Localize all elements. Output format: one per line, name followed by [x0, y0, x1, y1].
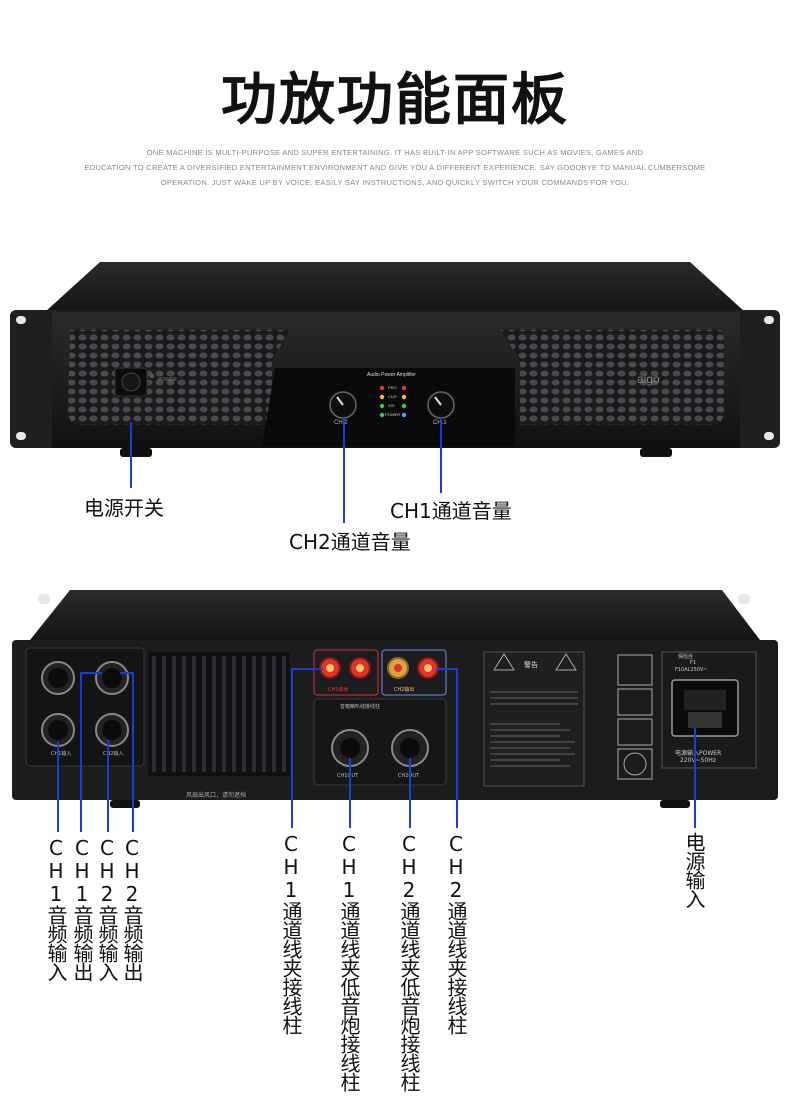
indicator-leds — [379, 385, 407, 418]
callout-ch2-binding: CH2通道线夹接线柱 — [444, 832, 468, 1034]
bind-post-label-ch1: CH1输出 — [328, 687, 349, 693]
brand-logo: aigo — [637, 372, 660, 386]
indicator-label-clip: CLIP — [388, 394, 397, 399]
front-chassis-top — [45, 262, 745, 312]
power-input-value: 220V~50Hz — [680, 757, 716, 764]
callout-ch2-speakon: CH2通道线夹低音炮接线柱 — [397, 832, 421, 1091]
certification-icons — [617, 654, 653, 780]
fan-vent — [148, 652, 290, 776]
xlr-block — [25, 647, 145, 767]
callout-line-ch1-volume — [440, 418, 442, 493]
subtitle-line-1: ONE MACHINE IS MULTI-PURPOSE AND SUPER E… — [146, 148, 644, 157]
callout-line-ch2-volume — [343, 418, 345, 523]
speakon-label-ch2: CH2OUT — [398, 773, 419, 779]
power-switch-text: POWER — [158, 377, 177, 383]
xlr-connectors — [41, 661, 129, 747]
subtitle-line-2: EDUCATION TO CREATE A DIVERSIFIED ENTERT… — [84, 163, 706, 172]
callout-line-ch2-in — [107, 740, 109, 832]
callout-line-ch2-binding — [456, 668, 458, 828]
fuse-value: F10AL250V~ — [675, 667, 708, 673]
callout-ch1-speakon: CH1通道线夹低音炮接线柱 — [337, 832, 361, 1091]
callout-line-ch2-out — [132, 672, 134, 832]
knob-label-ch1: CH.1 — [433, 420, 447, 426]
speakon-label-ch1: CH1OUT — [337, 773, 359, 779]
callout-line-ch1-in — [57, 742, 59, 832]
xlr-label-ch1: CH1输入 — [51, 751, 72, 757]
callout-ch2-out: CH2音频输出 — [120, 836, 144, 981]
callout-ch1-volume: CH1通道音量 — [390, 499, 512, 523]
binding-posts[interactable] — [319, 657, 439, 679]
ch2-binding-frame — [381, 649, 447, 696]
fuse-rating: F1 — [690, 660, 697, 666]
subtitle-line-3: OPERATION. JUST WAKE UP BY VOICE, EASILY… — [160, 178, 630, 187]
callout-line-ch1-binding — [291, 668, 293, 828]
front-vent-left — [68, 330, 290, 425]
callout-power-in: 电源输入 — [682, 832, 706, 908]
callout-line-ch2-speakon — [409, 758, 411, 828]
knob-label-ch2: CH.2 — [334, 420, 348, 426]
callout-line-ch1-speakon — [349, 758, 351, 828]
vent-note: 风扇出风口，请勿遮挡 — [186, 792, 247, 799]
indicator-label-power: POWER — [385, 412, 401, 417]
indicator-label-pro: PRO — [388, 385, 397, 390]
warning-label — [483, 651, 585, 787]
rear-chassis-top — [30, 590, 760, 640]
indicator-label-sig: SIG — [388, 403, 395, 408]
callout-line-power-switch — [130, 422, 132, 488]
front-vent-right — [500, 330, 724, 425]
front-center-plate — [262, 368, 515, 446]
ch1-binding-frame — [313, 649, 379, 696]
callout-ch1-out: CH1音频输出 — [70, 836, 94, 981]
bind-post-label-ch2: CH2输出 — [394, 687, 415, 693]
speakon-header: 音箱喇叭线接线柱 — [340, 704, 381, 710]
page-title: 功放功能面板 — [221, 68, 569, 133]
power-input-label: 电源输入POWER — [675, 750, 722, 757]
warning-title: 警告 — [524, 661, 538, 669]
fuse-label: 保险丝 — [678, 654, 694, 660]
callout-ch2-volume: CH2通道音量 — [289, 530, 411, 554]
model-label: Audio Power Amplifier — [367, 372, 416, 378]
callout-ch1-binding: CH1通道线夹接线柱 — [279, 832, 303, 1034]
callout-power-switch: 电源开关 — [84, 496, 164, 520]
callout-line-ch1-out — [80, 672, 82, 832]
callout-ch2-in: CH2音频输入 — [95, 836, 119, 981]
callout-ch1-in: CH1音频输入 — [44, 836, 68, 981]
xlr-label-ch2: CH2输入 — [103, 751, 124, 757]
callout-line-power-in — [694, 728, 696, 828]
